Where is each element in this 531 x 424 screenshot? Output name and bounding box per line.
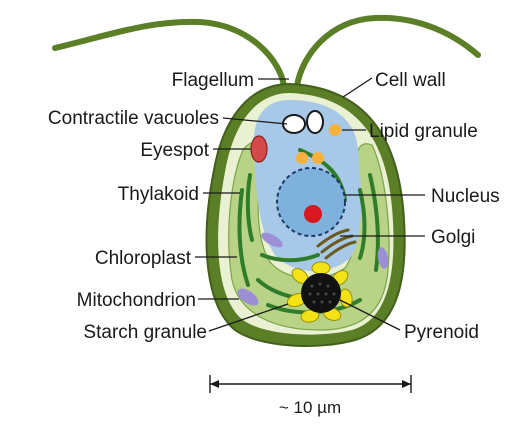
lipid-granule [296,152,308,164]
label-flagellum: Flagellum [172,70,254,91]
label-starch-granule: Starch granule [83,322,207,343]
label-contractile-vacuoles: Contractile vacuoles [48,108,219,129]
scale-bar-label: ~ 10 µm [279,398,341,417]
lipid-granule [329,124,341,136]
contractile-vacuole-right [307,111,323,133]
label-golgi: Golgi [431,227,475,248]
eyespot [251,136,267,162]
label-cell-wall: Cell wall [375,70,446,91]
label-thylakoid: Thylakoid [118,184,199,205]
label-chloroplast: Chloroplast [95,248,192,269]
lipid-granule [312,152,324,164]
label-pyrenoid: Pyrenoid [404,322,479,343]
label-eyespot: Eyespot [140,140,209,161]
label-mitochondrion: Mitochondrion [77,290,196,311]
label-lipid-granule: Lipid granule [369,121,478,142]
scale-bar [210,375,411,393]
nucleus [277,168,345,236]
label-nucleus: Nucleus [431,186,500,207]
nucleolus [304,205,322,223]
